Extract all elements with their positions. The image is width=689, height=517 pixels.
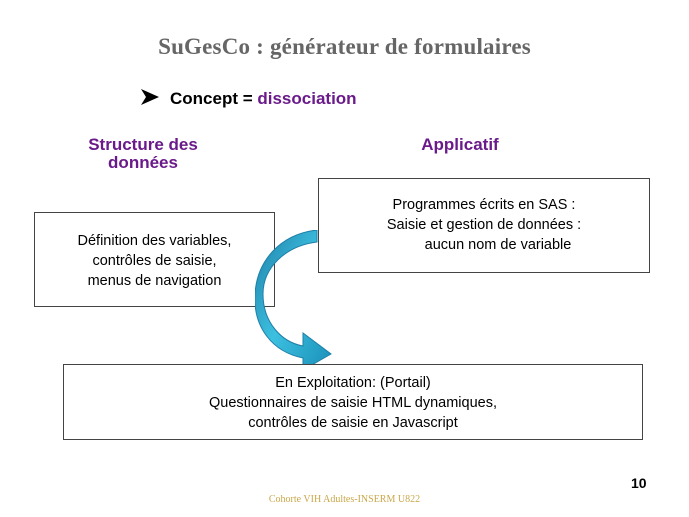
structure-box: Définition des variables, contrôles de s…	[34, 212, 275, 307]
structure-line-1: Définition des variables,	[77, 233, 232, 249]
exploitation-line-3: contrôles de saisie en Javascript	[248, 415, 458, 431]
applicatif-line-2: Saisie et gestion de données :	[386, 217, 582, 233]
slide-title: SuGesCo : générateur de formulaires	[158, 34, 531, 59]
structure-line-2: contrôles de saisie,	[92, 253, 217, 269]
applicatif-line-3: aucun nom de variable	[424, 237, 572, 253]
exploitation-line-1: En Exploitation: (Portail)	[275, 375, 431, 391]
concept-label: Concept =	[170, 89, 258, 108]
page-number: 10	[631, 475, 647, 491]
concept-highlight: dissociation	[257, 89, 357, 108]
structure-heading-line-1: Structure des	[88, 135, 198, 154]
concept-bullet: Concept = dissociation	[140, 88, 357, 109]
arrowhead-bullet-icon	[141, 89, 159, 105]
structure-heading-line-2: données	[108, 153, 178, 172]
exploitation-line-2: Questionnaires de saisie HTML dynamiques…	[209, 395, 497, 411]
applicatif-heading: Applicatif	[421, 135, 499, 154]
curved-arrow-icon	[255, 230, 332, 370]
exploitation-box: En Exploitation: (Portail) Questionnaire…	[63, 364, 643, 440]
structure-heading: Structure des données	[68, 136, 218, 172]
applicatif-box: Programmes écrits en SAS : Saisie et ges…	[318, 178, 650, 273]
applicatif-line-1: Programmes écrits en SAS :	[392, 197, 576, 213]
structure-line-3: menus de navigation	[87, 273, 222, 289]
footer-text: Cohorte VIH Adultes-INSERM U822	[268, 494, 421, 505]
